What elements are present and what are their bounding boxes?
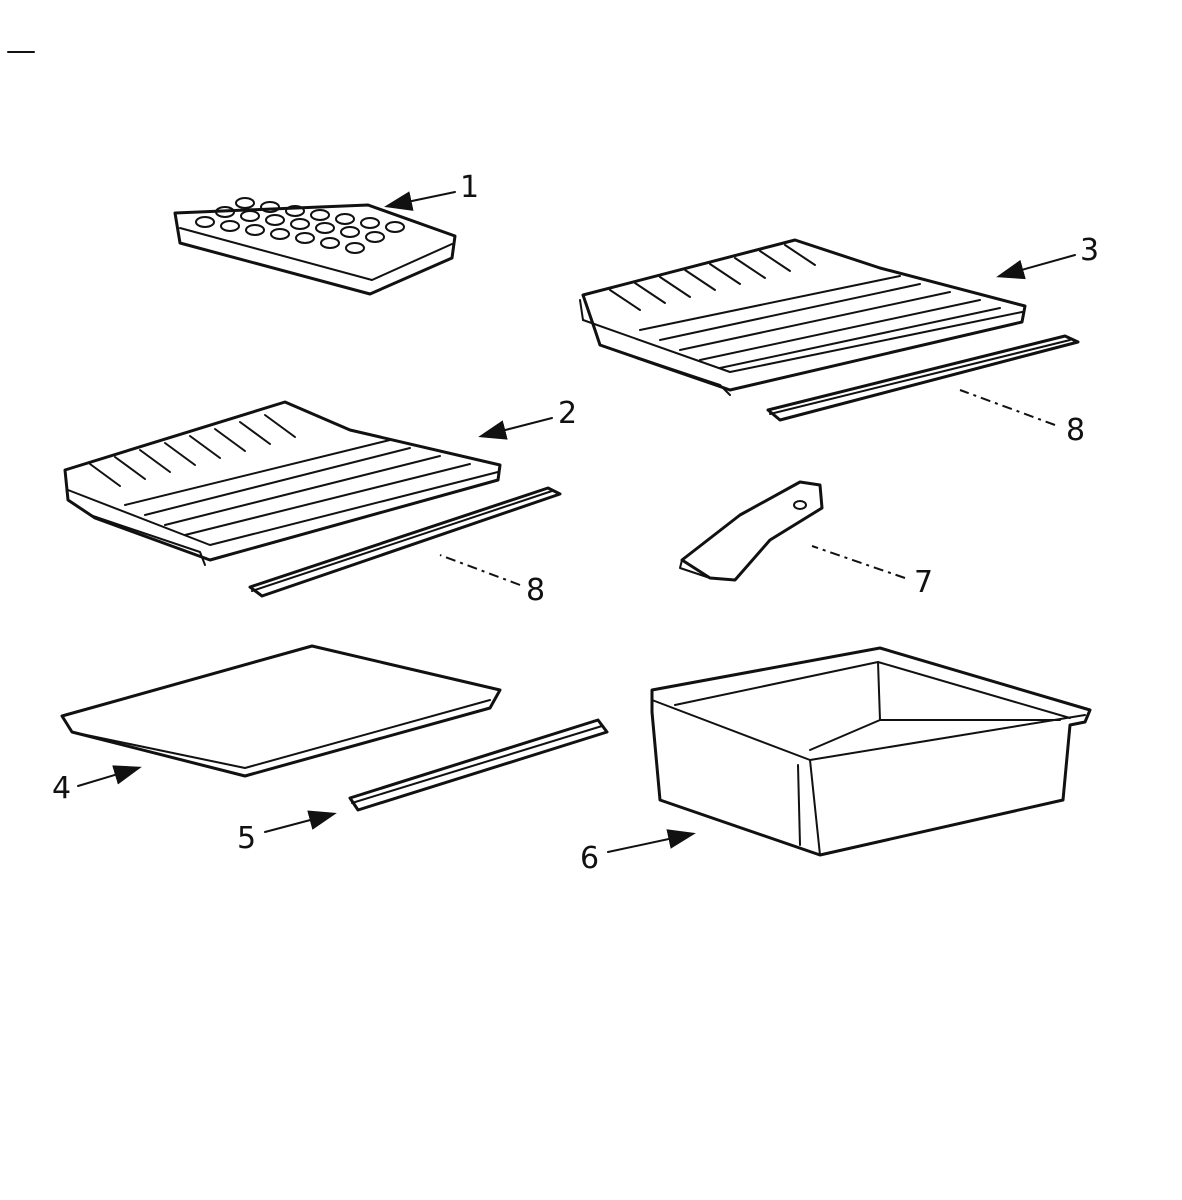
ice-tray-drawing (173, 197, 457, 296)
callout-3: 3 (1080, 233, 1099, 268)
scraper-drawing (679, 480, 824, 582)
shelf-2-drawing (63, 400, 502, 566)
callout-2: 2 (558, 396, 577, 431)
trim-8b-drawing (248, 486, 562, 598)
trim-8a-drawing (766, 334, 1080, 422)
leader-8a (959, 389, 1056, 426)
crisper-pan-drawing (650, 646, 1092, 857)
callout-8-upper: 8 (1066, 413, 1085, 448)
callout-1: 1 (460, 170, 479, 205)
leader-3 (996, 254, 1076, 280)
callout-7: 7 (914, 565, 933, 600)
leader-1 (384, 191, 456, 211)
callout-6: 6 (580, 841, 599, 876)
callout-8-lower: 8 (526, 573, 545, 608)
leader-5 (264, 810, 337, 833)
callout-5: 5 (237, 821, 256, 856)
glass-shelf-drawing (60, 644, 502, 778)
trim-5-drawing (348, 718, 609, 812)
shelf-3-drawing (579, 238, 1027, 396)
leader-2 (478, 417, 553, 440)
leader-4 (77, 765, 142, 787)
callout-4: 4 (52, 771, 71, 806)
leader-6 (607, 829, 696, 853)
leader-7 (811, 545, 906, 579)
leader-8b (439, 554, 521, 586)
